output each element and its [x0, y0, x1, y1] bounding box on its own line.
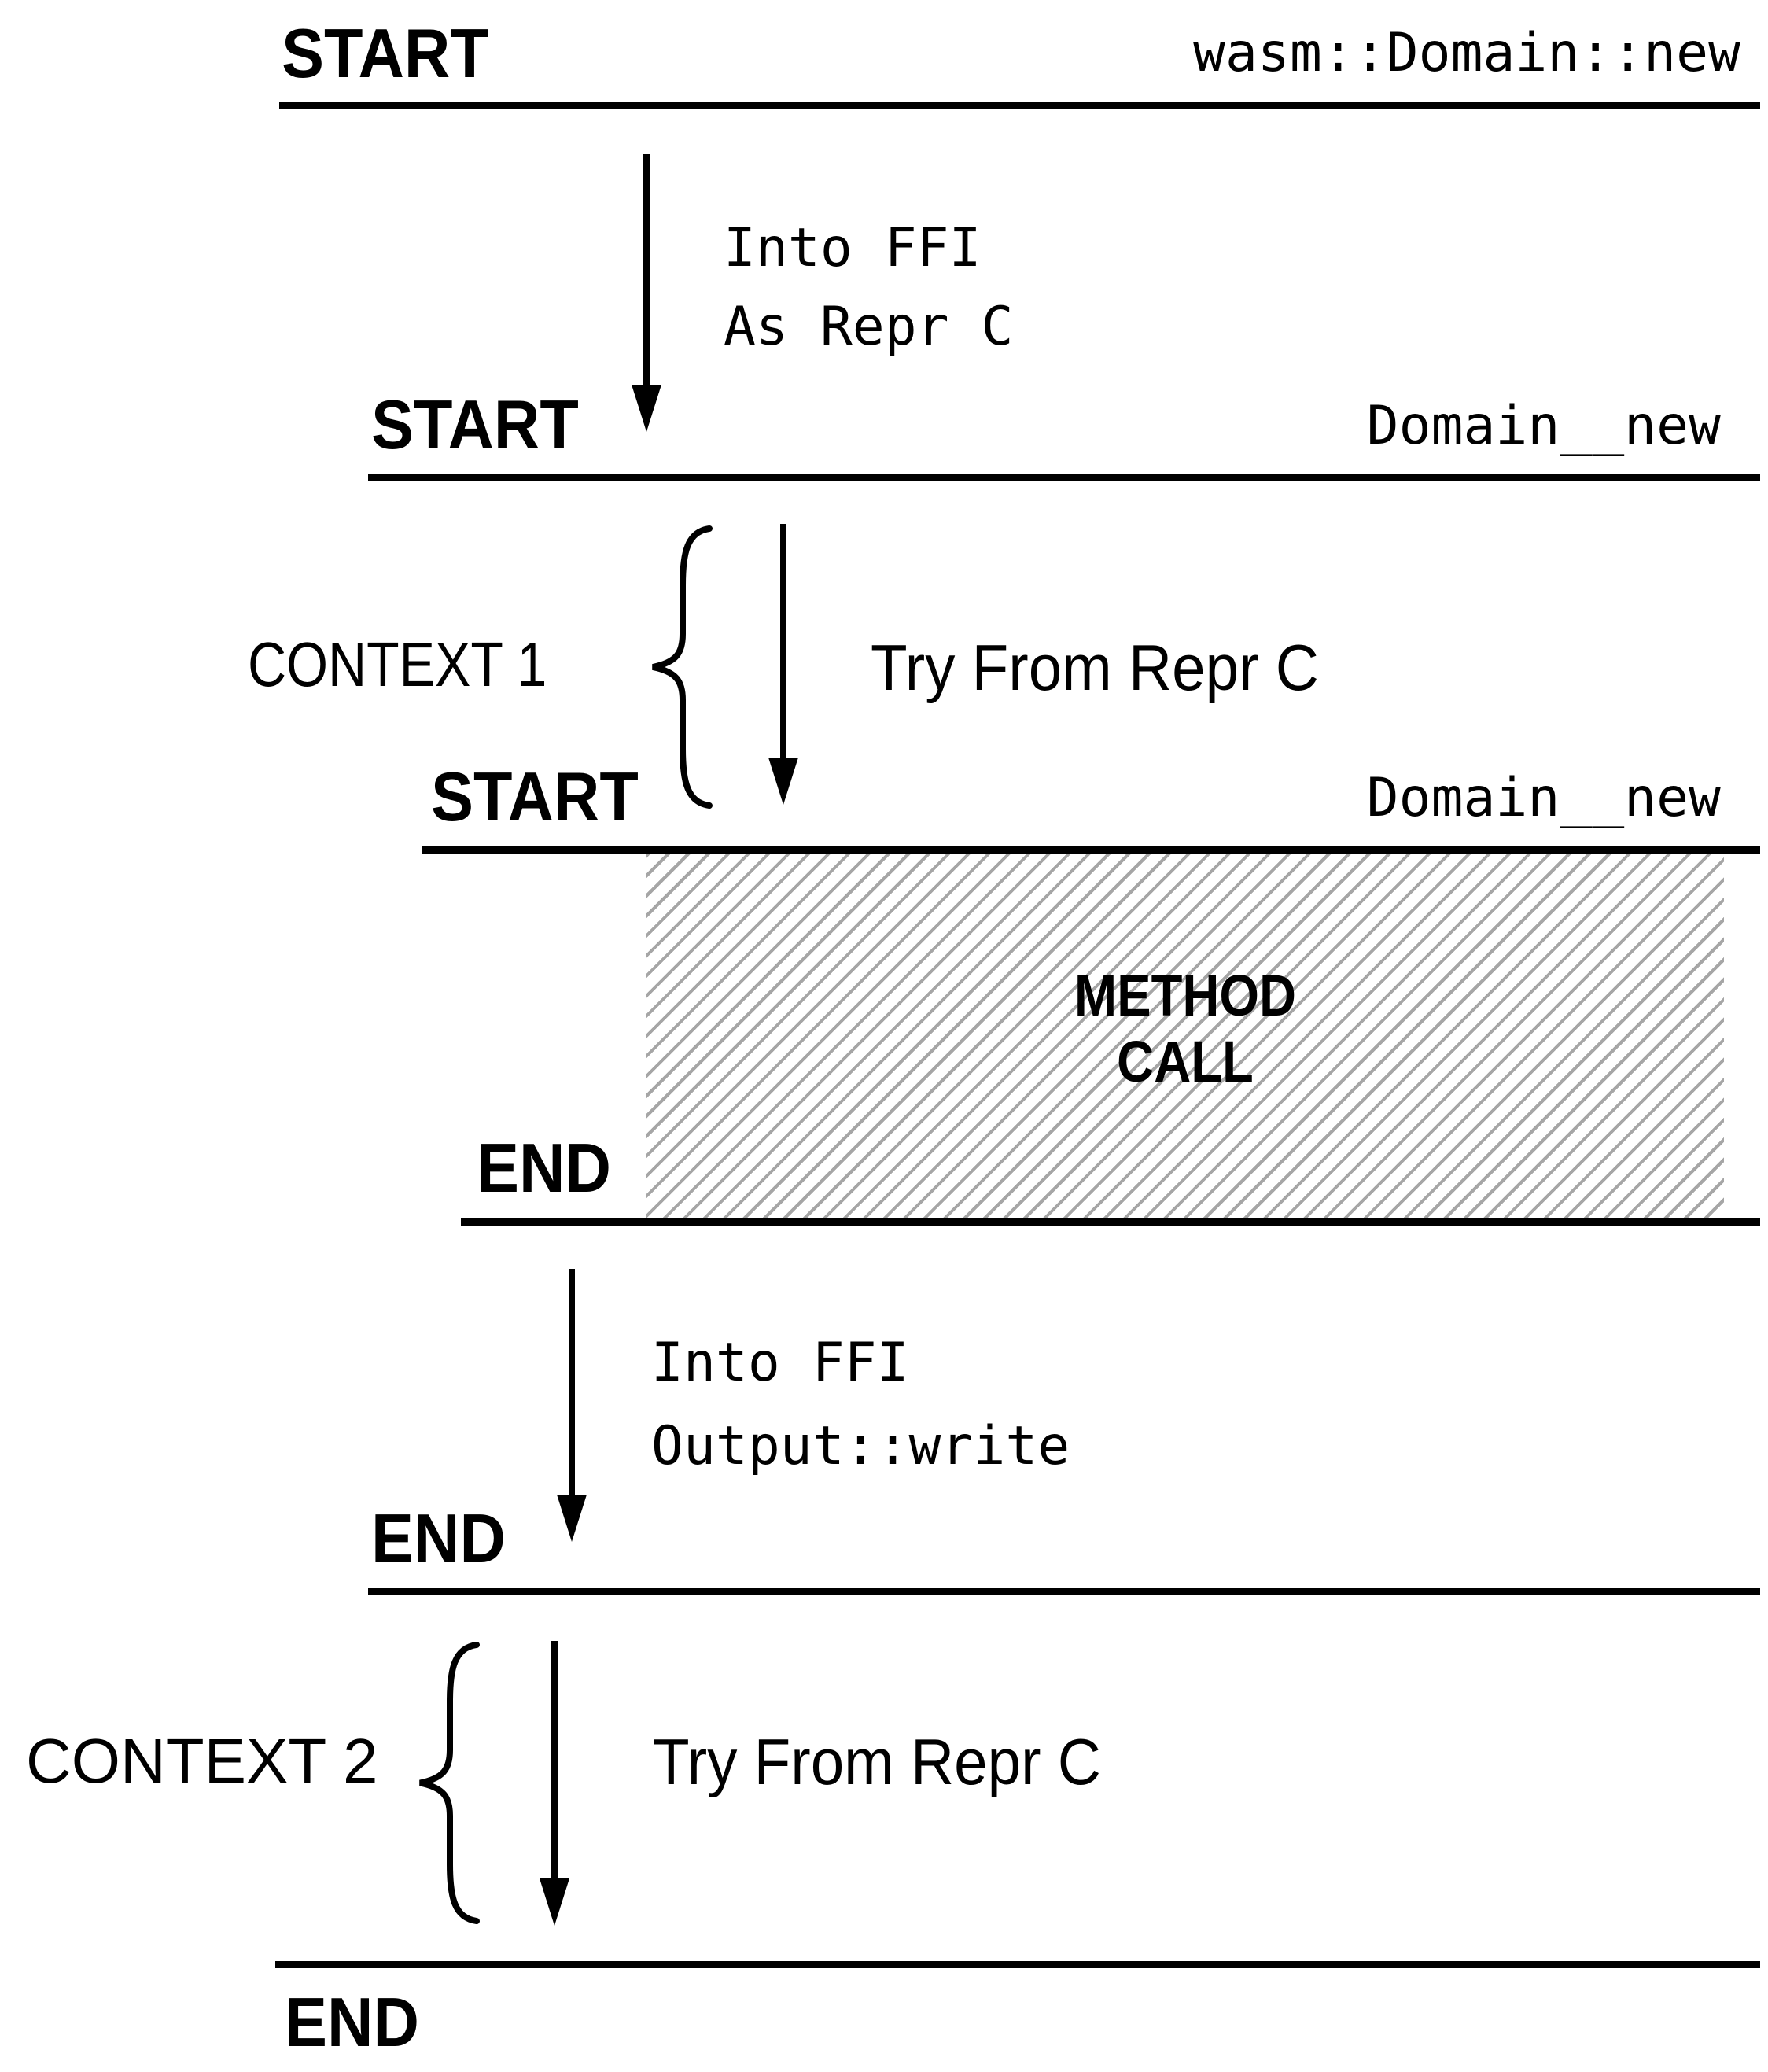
- arrow-into-ffi-as-repr-c: [632, 154, 661, 432]
- transition-try-from-repr-c-2-label: Try From Repr C: [653, 1725, 1101, 1798]
- frame-rule-wasm-start: [279, 102, 1760, 109]
- transition-line: Into FFI: [724, 217, 982, 279]
- method-call-label: METHOD CALL: [711, 963, 1659, 1095]
- transition-line: Into FFI: [651, 1332, 909, 1394]
- context-2-label: CONTEXT 2: [26, 1726, 378, 1796]
- method-call-line-1: METHOD: [1074, 963, 1297, 1028]
- arrow-shaft: [569, 1269, 575, 1499]
- frame-rule-wasm-end: [275, 1961, 1760, 1968]
- frame-rule-domain-inner-end: [461, 1218, 1760, 1226]
- arrow-shaft: [643, 154, 650, 389]
- frame-wasm-end-label: END: [285, 1983, 419, 2061]
- context-1-label: CONTEXT 1: [248, 629, 547, 699]
- arrow-head: [557, 1495, 587, 1542]
- transition-line: Output::write: [651, 1415, 1070, 1477]
- transition-into-ffi-as-repr-c-label: Into FFI As Repr C: [724, 209, 1013, 367]
- frame-domain-outer-title: Domain__new: [1366, 395, 1721, 457]
- transition-try-from-repr-c-1-label: Try From Repr C: [871, 631, 1319, 704]
- transition-into-ffi-output-write-label: Into FFI Output::write: [651, 1322, 1070, 1488]
- context-2-brace: [406, 1640, 481, 1926]
- arrow-head: [768, 758, 798, 805]
- arrow-try-from-repr-c-2: [540, 1641, 569, 1926]
- arrow-shaft: [551, 1641, 558, 1882]
- frame-domain-outer-start-label: START: [371, 385, 579, 463]
- arrow-shaft: [780, 524, 786, 761]
- frame-domain-inner-end-label: END: [477, 1129, 611, 1207]
- arrow-head: [540, 1878, 569, 1926]
- arrow-into-ffi-output-write: [557, 1269, 587, 1542]
- frame-rule-domain-outer-start: [368, 474, 1760, 481]
- frame-rule-domain-outer-end: [368, 1588, 1760, 1595]
- frame-wasm-title: wasm::Domain::new: [1193, 22, 1740, 84]
- frame-domain-inner-title: Domain__new: [1366, 767, 1721, 829]
- frame-domain-inner-start-label: START: [431, 758, 639, 835]
- arrow-try-from-repr-c-1: [768, 524, 798, 805]
- frame-rule-domain-inner-start: [422, 846, 1760, 854]
- arrow-head: [632, 385, 661, 432]
- frame-wasm-start-label: START: [282, 14, 489, 92]
- transition-line: As Repr C: [724, 296, 1014, 358]
- frame-domain-outer-end-label: END: [371, 1499, 506, 1577]
- method-call-line-2: CALL: [1117, 1029, 1254, 1094]
- method-call-hatched-region: [646, 854, 1724, 1226]
- context-1-brace: [639, 524, 714, 810]
